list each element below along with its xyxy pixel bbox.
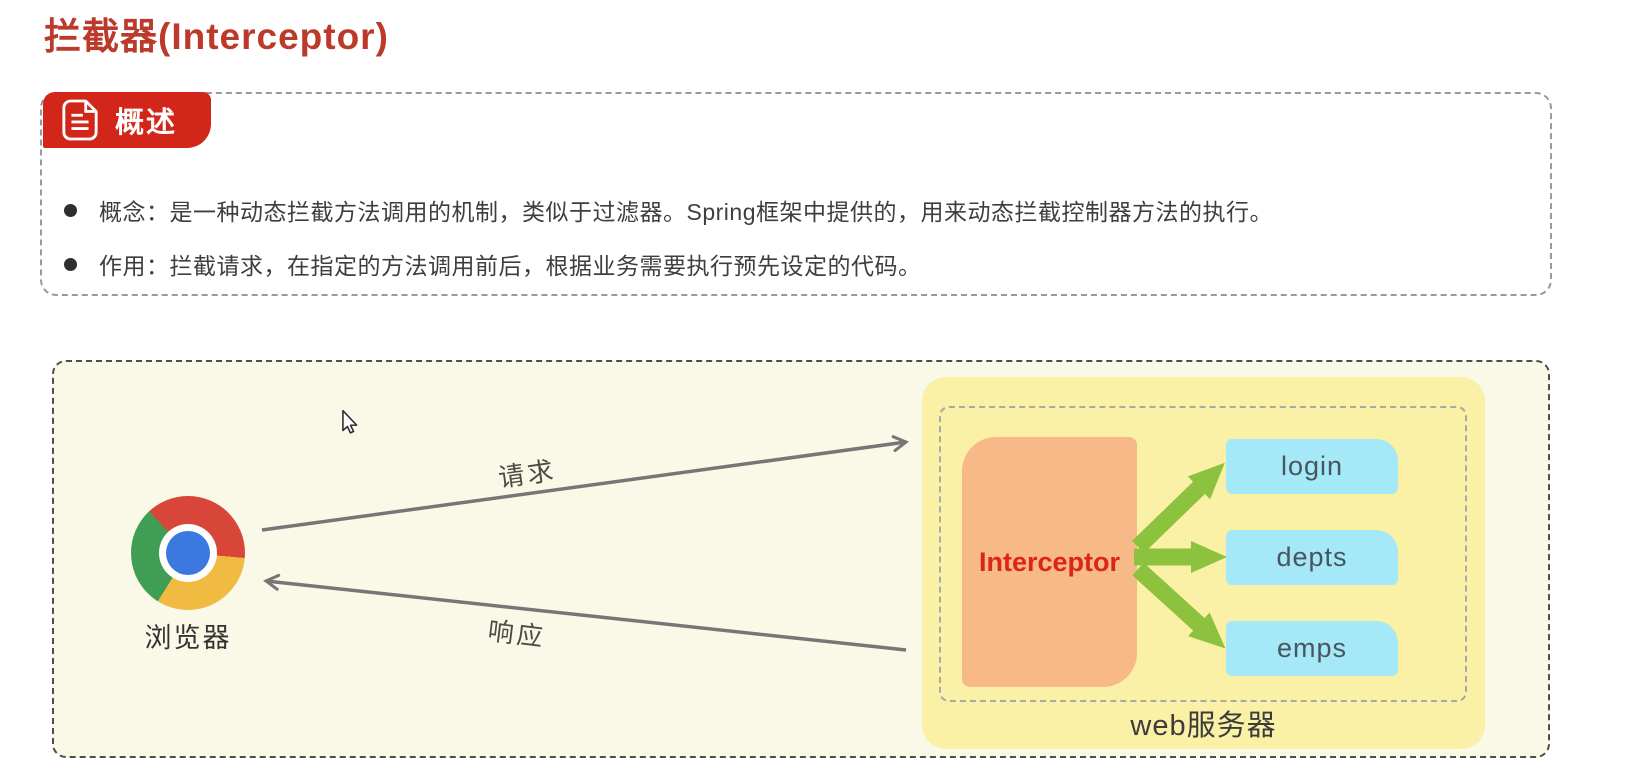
- chrome-icon-ring: [159, 524, 217, 582]
- request-label: 请求: [496, 455, 559, 493]
- interceptor-label: Interceptor: [978, 546, 1121, 577]
- bullet-dot: [64, 257, 77, 271]
- bullet-item-concept: 概念：是一种动态拦截方法调用的机制，类似于过滤器。Spring框架中提供的，用来…: [64, 195, 1484, 225]
- interceptor-box: Interceptor: [962, 437, 1137, 687]
- bullet-text-concept: 概念：是一种动态拦截方法调用的机制，类似于过滤器。Spring框架中提供的，用来…: [99, 199, 1273, 225]
- diagram-panel: 浏览器 请求 响应 Interceptor login: [52, 360, 1550, 758]
- mouse-cursor-icon: [342, 410, 358, 434]
- handler-box-login: login: [1226, 439, 1398, 494]
- response-arrow: [263, 573, 907, 652]
- chrome-icon-core: [166, 531, 210, 575]
- document-icon: [61, 99, 99, 141]
- handler-box-emps: emps: [1226, 621, 1398, 676]
- browser-label: 浏览器: [144, 623, 232, 653]
- web-server-label: web服务器: [1130, 710, 1277, 742]
- overview-badge: 概述: [43, 92, 211, 148]
- page-title: 拦截器(Interceptor): [44, 16, 389, 57]
- handler-box-depts: depts: [1226, 530, 1398, 585]
- chrome-browser-icon: [131, 496, 245, 610]
- bullet-dot: [64, 203, 77, 217]
- handler-label-depts: depts: [1276, 542, 1348, 572]
- response-label: 响应: [486, 615, 548, 653]
- request-arrow: [261, 435, 909, 532]
- handler-label-emps: emps: [1276, 633, 1348, 663]
- overview-section: [40, 92, 1552, 296]
- server-inner-dashed-border: [939, 406, 1467, 702]
- bullet-item-purpose: 作用：拦截请求，在指定的方法调用前后，根据业务需要执行预先设定的代码。: [64, 249, 1484, 279]
- bullet-text-purpose: 作用：拦截请求，在指定的方法调用前后，根据业务需要执行预先设定的代码。: [99, 253, 922, 279]
- overview-badge-label: 概述: [115, 107, 178, 139]
- handler-label-login: login: [1280, 451, 1344, 481]
- web-server-box: Interceptor login depts emps: [922, 377, 1485, 749]
